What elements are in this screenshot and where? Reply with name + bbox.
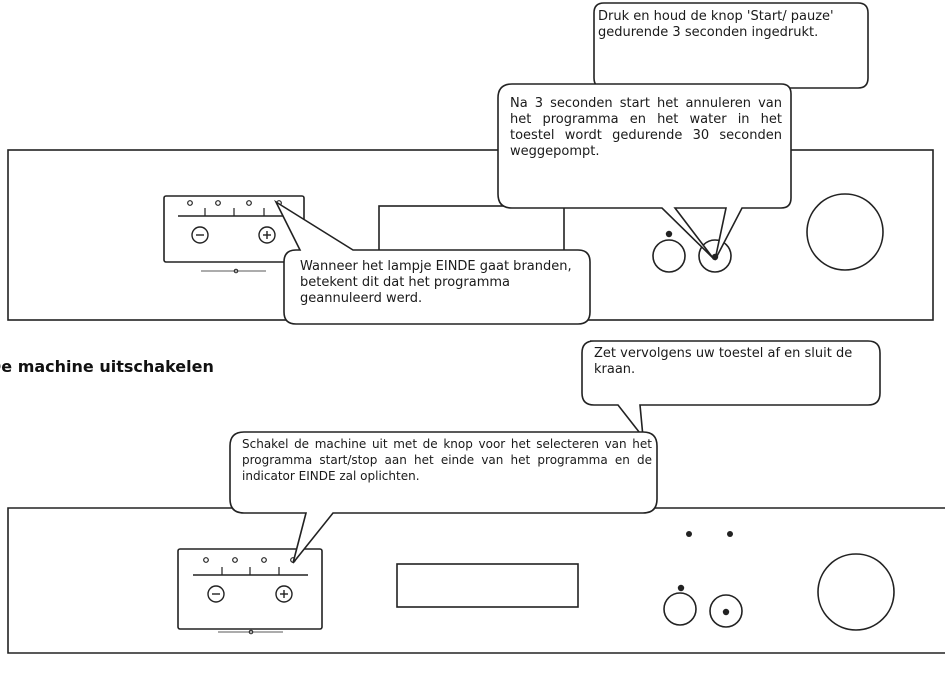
- start-pause-button-top[interactable]: [698, 239, 732, 273]
- callout-switch-off-bubble: [229, 431, 658, 564]
- callout-end-light-text: Wanneer het lampje EINDE gaat branden, b…: [300, 259, 572, 306]
- selector-frame: [177, 548, 323, 630]
- minus-button-icon[interactable]: [207, 585, 225, 603]
- indicator-light-2: [232, 557, 238, 563]
- small-knob-top[interactable]: [652, 239, 686, 273]
- section-heading: De machine uitschakelen: [0, 357, 214, 376]
- indicator-light-3: [261, 557, 267, 563]
- indicator-dot-right: [727, 531, 733, 537]
- display-window-bottom: [396, 563, 579, 608]
- callout-turn-off-text: Zet vervolgens uw toestel af en sluit de…: [594, 346, 853, 377]
- callout-after-3s-text: Na 3 seconden start het annuleren van he…: [510, 96, 782, 159]
- program-selector-bottom: [177, 548, 323, 635]
- indicator-light-1: [187, 200, 193, 206]
- status-dot-top: [665, 230, 673, 238]
- plus-button-icon[interactable]: [275, 585, 293, 603]
- small-knob-bottom[interactable]: [663, 592, 697, 626]
- indicator-light-3: [246, 200, 252, 206]
- plus-button-icon[interactable]: [258, 226, 276, 244]
- minus-button-icon[interactable]: [191, 226, 209, 244]
- callout-end-light-bubble: [274, 199, 591, 325]
- indicator-light-2: [215, 200, 221, 206]
- start-pause-button-bottom[interactable]: [709, 594, 743, 628]
- callout-hold-button-text: Druk en houd de knop 'Start/ pauze' gedu…: [598, 9, 834, 40]
- callout-switch-off-text: Schakel de machine uit met de knop voor …: [242, 437, 652, 483]
- start-pause-dot: [722, 608, 730, 616]
- indicator-dot-left: [686, 531, 692, 537]
- panel-bottom-outline: [7, 507, 945, 654]
- main-dial-top[interactable]: [806, 193, 884, 271]
- slider-knob: [233, 268, 239, 274]
- control-panel-bottom: [7, 507, 945, 654]
- status-dot-bottom: [677, 584, 685, 592]
- indicator-light-1: [203, 557, 209, 563]
- slider-knob: [248, 629, 254, 635]
- callout-after-3s-bubble: [497, 83, 792, 261]
- main-dial-bottom[interactable]: [817, 553, 895, 631]
- program-selector-top: [163, 195, 305, 274]
